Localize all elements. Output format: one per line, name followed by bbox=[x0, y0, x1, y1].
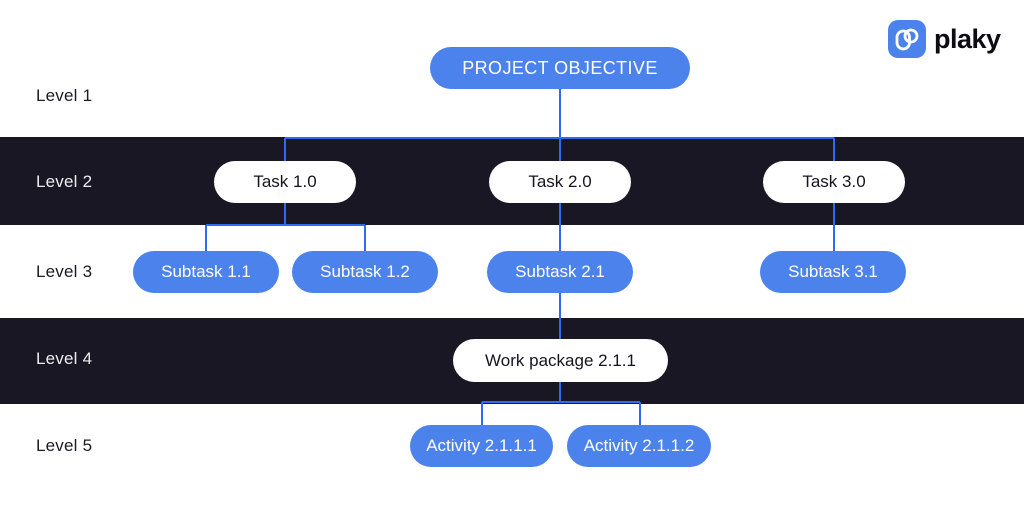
level-2-label: Level 2 bbox=[36, 172, 93, 191]
node-project-objective: PROJECT OBJECTIVE bbox=[430, 47, 690, 89]
node-task-2-0: Task 2.0 bbox=[489, 161, 631, 203]
level-1-label: Level 1 bbox=[36, 86, 93, 105]
plaky-logo: plaky bbox=[888, 20, 1001, 58]
node-task-3-0: Task 3.0 bbox=[763, 161, 905, 203]
level-4-label: Level 4 bbox=[36, 349, 93, 368]
node-work-package-2-1-1: Work package 2.1.1 bbox=[453, 339, 668, 382]
node-subtask-2-1: Subtask 2.1 bbox=[487, 251, 633, 293]
node-activity-2-1-1-1: Activity 2.1.1.1 bbox=[410, 425, 553, 467]
plaky-logo-icon bbox=[888, 20, 926, 58]
node-task-1-0: Task 1.0 bbox=[214, 161, 356, 203]
node-subtask-3-1: Subtask 3.1 bbox=[760, 251, 906, 293]
node-subtask-1-1: Subtask 1.1 bbox=[133, 251, 279, 293]
level-5-label: Level 5 bbox=[36, 436, 93, 455]
node-subtask-1-2: Subtask 1.2 bbox=[292, 251, 438, 293]
plaky-logo-text: plaky bbox=[934, 24, 1001, 54]
node-activity-2-1-1-2: Activity 2.1.1.2 bbox=[567, 425, 711, 467]
level-3-label: Level 3 bbox=[36, 262, 93, 281]
